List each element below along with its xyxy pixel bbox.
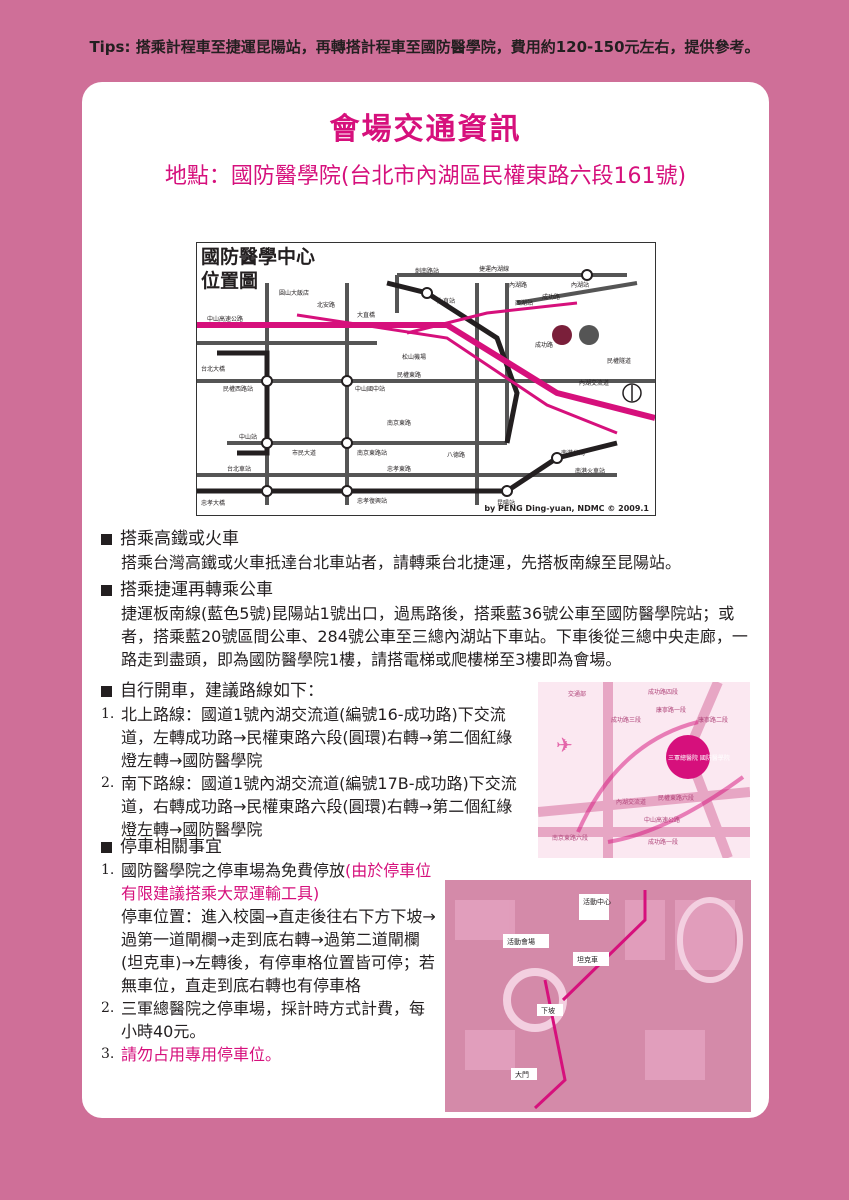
parking-list: 1. 國防醫學院之停車場為免費停放(由於停車位有限建議搭乘大眾運輸工具)停車位置… bbox=[101, 859, 439, 1066]
section-driving: 自行開車，建議路線如下： 1. 北上路線：國道1號內湖交流道(編號16-成功路)下… bbox=[101, 680, 525, 841]
map-label: 下坡 bbox=[541, 1006, 555, 1015]
map-label: 民權東路 bbox=[397, 371, 421, 379]
parking-warning-text: 請勿占用專用停車位。 bbox=[121, 1045, 282, 1064]
bullet-square-icon bbox=[101, 686, 112, 697]
list-item: 2. 南下路線：國道1號內湖交流道(編號17B-成功路)下交流道，右轉成功路→民權… bbox=[101, 772, 525, 841]
map-label: 民權東路六段 bbox=[658, 794, 694, 802]
map-label: 大門 bbox=[515, 1070, 529, 1079]
map-label: 大直橋 bbox=[357, 311, 375, 319]
map-label: 活動會場 bbox=[507, 937, 535, 946]
map-label: 內湖路 bbox=[509, 281, 527, 289]
map-label: 內湖站 bbox=[571, 281, 589, 289]
section-heading: 搭乘高鐵或火車 bbox=[101, 528, 751, 551]
driving-route-map-drawing: ✈ 交通部 成功路四段 成功路三段 康寧路一段 康寧路二段 三軍總醫院 國防醫學… bbox=[538, 682, 750, 858]
map-label: 中山站 bbox=[239, 433, 257, 441]
map-label: 南港火車站 bbox=[575, 467, 605, 475]
map-label: 圓山大飯店 bbox=[279, 289, 309, 297]
section-heading: 搭乘捷運再轉乘公車 bbox=[101, 579, 751, 602]
location-map: 國防醫學中心 位置圖 中山高速公路 圓山大飯店 北安路 大直橋 台北大橋 民權西… bbox=[196, 242, 656, 516]
section-hsr-heading: 搭乘高鐵或火車 bbox=[120, 529, 239, 549]
airplane-icon: ✈ bbox=[556, 733, 573, 757]
route-south-text: 南下路線：國道1號內湖交流道(編號17B-成功路)下交流道，右轉成功路→民權東路… bbox=[121, 774, 517, 839]
map-credit: by PENG Ding-yuan, NDMC © 2009.1 bbox=[484, 504, 649, 513]
parking-hospital-text: 三軍總醫院之停車場，採計時方式計費，每小時40元。 bbox=[121, 999, 426, 1041]
map-label: 台北大橋 bbox=[201, 365, 225, 373]
bullet-square-icon bbox=[101, 585, 112, 596]
page-title: 會場交通資訊 bbox=[329, 112, 522, 147]
map-label: 中山高速公路 bbox=[207, 315, 243, 323]
section-driving-heading: 自行開車，建議路線如下： bbox=[120, 681, 324, 701]
map-label: 市民大道 bbox=[292, 449, 316, 457]
map-label: 松山機場 bbox=[402, 353, 426, 361]
list-number: 2. bbox=[101, 1000, 115, 1016]
list-item: 1. 國防醫學院之停車場為免費停放(由於停車位有限建議搭乘大眾運輸工具)停車位置… bbox=[101, 859, 439, 997]
section-hsr: 搭乘高鐵或火車 搭乘台灣高鐵或火車抵達台北車站者，請轉乘台北捷運，先搭板南線至昆… bbox=[101, 528, 751, 574]
map-label: 大直站 bbox=[437, 297, 455, 305]
tips-text: Tips: 搭乘計程車至捷運昆陽站，再轉搭計程車至國防醫學院，費用約120-15… bbox=[89, 38, 760, 56]
section-mrt-bus-heading: 搭乘捷運再轉乘公車 bbox=[120, 580, 273, 600]
map-label: 成功路 bbox=[535, 341, 553, 349]
section-heading: 自行開車，建議路線如下： bbox=[101, 680, 525, 703]
map-label: 中山高速公路 bbox=[644, 816, 680, 824]
list-item: 3. 請勿占用專用停車位。 bbox=[101, 1043, 439, 1066]
map-label: 康寧路一段 bbox=[656, 706, 686, 714]
list-number: 3. bbox=[101, 1046, 115, 1062]
map-label: 民權西路站 bbox=[223, 385, 253, 393]
map-title-line1: 國防醫學中心 bbox=[201, 245, 315, 268]
list-item: 1. 北上路線：國道1號內湖交流道(編號16-成功路)下交流道，左轉成功路→民權東… bbox=[101, 703, 525, 772]
map-label: 西湖站 bbox=[515, 299, 533, 307]
section-hsr-body: 搭乘台灣高鐵或火車抵達台北車站者，請轉乘台北捷運，先搭板南線至昆陽站。 bbox=[121, 553, 682, 572]
map-label: 劍南路站 bbox=[415, 267, 439, 275]
map-label: 北安路 bbox=[317, 301, 335, 309]
venue-address: 地點：國防醫學院(台北市內湖區民權東路六段161號) bbox=[164, 164, 687, 189]
map-label: 成功路三段 bbox=[611, 716, 641, 724]
section-parking-heading: 停車相關事宜 bbox=[120, 837, 222, 857]
map-label: 成功路四段 bbox=[648, 688, 678, 696]
map-label: 忠孝復興站 bbox=[357, 497, 387, 505]
parking-free-text: 國防醫學院之停車場為免費停放 bbox=[121, 861, 346, 880]
map-label: 康寧路二段 bbox=[698, 716, 728, 724]
map-label: 民權隧道 bbox=[607, 357, 631, 365]
list-item: 2. 三軍總醫院之停車場，採計時方式計費，每小時40元。 bbox=[101, 997, 439, 1043]
parking-note-text: (由於停車位有限建議搭乘大眾運輸工具) bbox=[121, 861, 432, 903]
map-label: 成功路 bbox=[542, 293, 560, 301]
list-number: 1. bbox=[101, 706, 115, 722]
map-label: 活動中心 bbox=[583, 897, 611, 906]
parking-item-1: 國防醫學院之停車場為免費停放(由於停車位有限建議搭乘大眾運輸工具)停車位置：進入… bbox=[121, 859, 439, 997]
map-label: 南京東路六段 bbox=[552, 834, 588, 842]
map-label: 交通部 bbox=[568, 690, 586, 698]
map-label: 八德路 bbox=[447, 451, 465, 459]
campus-aerial-map: 活動中心 活動會場 坦克車 下坡 大門 bbox=[445, 880, 751, 1112]
bullet-square-icon bbox=[101, 534, 112, 545]
map-label: 忠孝大橋 bbox=[201, 499, 225, 507]
map-label: 南港分局 bbox=[561, 449, 585, 457]
driving-route-list: 1. 北上路線：國道1號內湖交流道(編號16-成功路)下交流道，左轉成功路→民權東… bbox=[101, 703, 525, 841]
map-label: 南京東路站 bbox=[357, 449, 387, 457]
section-mrt-bus-body: 捷運板南線(藍色5號)昆陽站1號出口，過馬路後，搭乘藍36號公車至國防醫學院站；… bbox=[121, 604, 748, 669]
map-label: 忠孝東路 bbox=[387, 465, 411, 473]
map-label: 台北車站 bbox=[227, 465, 251, 473]
map-label: 昆陽站 bbox=[497, 499, 515, 507]
driving-route-map: ✈ 交通部 成功路四段 成功路三段 康寧路一段 康寧路二段 三軍總醫院 國防醫學… bbox=[538, 682, 750, 858]
list-number: 1. bbox=[101, 862, 115, 878]
section-mrt-bus: 搭乘捷運再轉乘公車 捷運板南線(藍色5號)昆陽站1號出口，過馬路後，搭乘藍36號… bbox=[101, 579, 751, 671]
campus-aerial-map-drawing: 活動中心 活動會場 坦克車 下坡 大門 bbox=[455, 890, 743, 1110]
map-label: 成功路一段 bbox=[648, 838, 678, 846]
parking-location-text: 停車位置：進入校園→直走後往右下方下坡→過第一道閘欄→走到底右轉→過第二道閘欄(… bbox=[121, 907, 436, 995]
map-label: 三軍總醫院 國防醫學院 bbox=[668, 754, 730, 762]
map-label: 中山國中站 bbox=[355, 385, 385, 393]
location-map-drawing: 國防醫學中心 位置圖 中山高速公路 圓山大飯店 北安路 大直橋 台北大橋 民權西… bbox=[197, 245, 655, 507]
section-parking: 停車相關事宜 1. 國防醫學院之停車場為免費停放(由於停車位有限建議搭乘大眾運輸… bbox=[101, 836, 439, 1066]
map-label: 內湖交流道 bbox=[579, 379, 609, 387]
list-number: 2. bbox=[101, 775, 115, 791]
content-card: 會場交通資訊 地點：國防醫學院(台北市內湖區民權東路六段161號) bbox=[82, 82, 769, 1118]
map-title-line2: 位置圖 bbox=[201, 269, 258, 292]
map-label: 南京東路 bbox=[387, 419, 411, 427]
route-north-text: 北上路線：國道1號內湖交流道(編號16-成功路)下交流道，左轉成功路→民權東路六… bbox=[121, 705, 513, 770]
map-label: 內湖交流道 bbox=[616, 798, 646, 806]
bullet-square-icon bbox=[101, 842, 112, 853]
map-label: 坦克車 bbox=[577, 955, 598, 964]
section-heading: 停車相關事宜 bbox=[101, 836, 439, 859]
map-label: 捷運內湖線 bbox=[479, 265, 509, 273]
